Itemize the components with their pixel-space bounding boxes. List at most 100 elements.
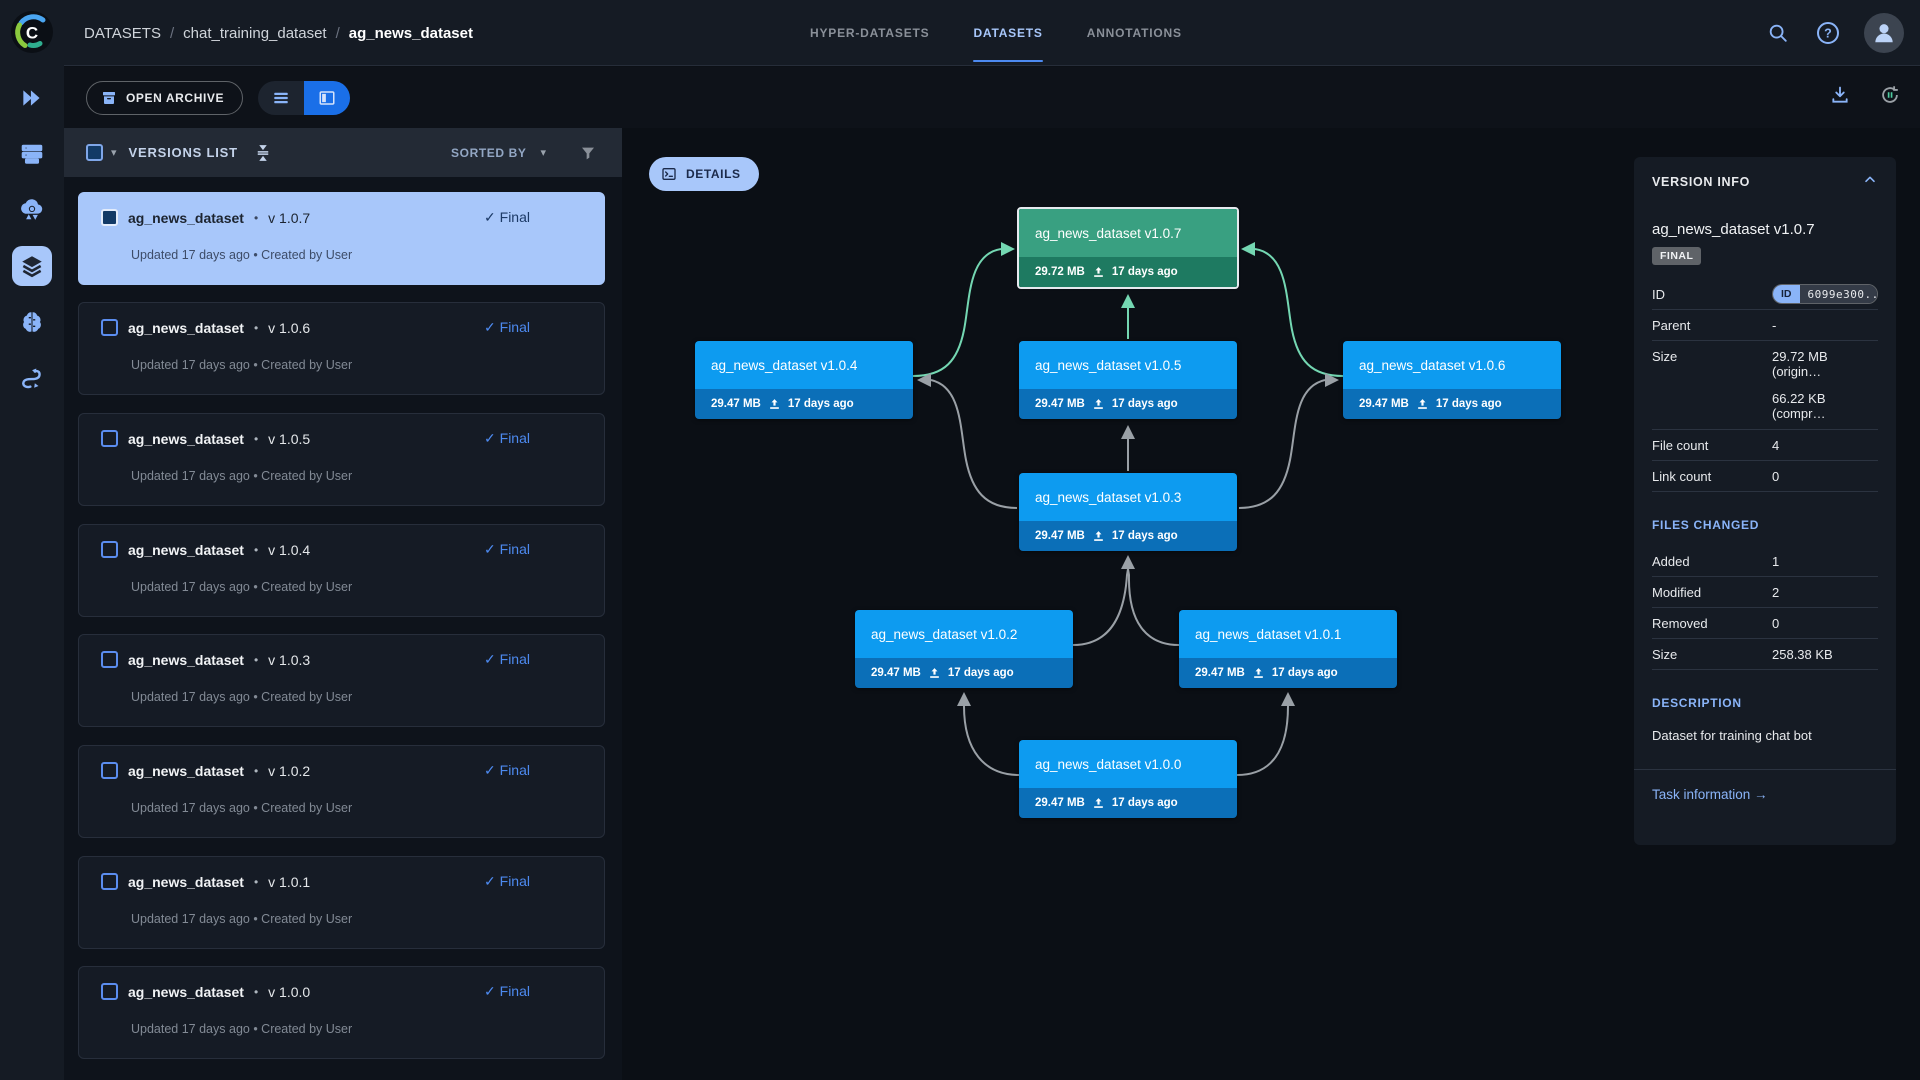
item-bullet: •	[253, 431, 259, 446]
item-name: ag_news_dataset	[128, 319, 244, 336]
graph-node-v1-0-7[interactable]: ag_news_dataset v1.0.7 29.72 MB 17 days …	[1017, 207, 1239, 289]
item-checkbox[interactable]	[101, 319, 118, 336]
sidebar-item-launch[interactable]	[12, 78, 52, 118]
table-view-icon	[274, 92, 288, 104]
graph-node-v1-0-0[interactable]: ag_news_dataset v1.0.0 29.47 MB 17 days …	[1019, 740, 1237, 818]
sidebar-item-pipelines[interactable]	[12, 358, 52, 398]
download-button[interactable]	[1826, 81, 1854, 109]
tab-hyper-datasets[interactable]: HYPER-DATASETS	[810, 26, 930, 40]
search-button[interactable]	[1764, 19, 1792, 47]
item-version: v 1.0.1	[268, 873, 311, 890]
split-view-toggle[interactable]	[304, 81, 350, 115]
sidebar-item-datasets[interactable]	[12, 246, 52, 286]
breadcrumb-project[interactable]: chat_training_dataset	[183, 24, 327, 42]
check-icon: ✓	[484, 873, 496, 889]
details-button[interactable]: DETAILS	[649, 157, 759, 191]
sidebar-item-autoscalers[interactable]	[12, 190, 52, 230]
item-version: v 1.0.6	[268, 319, 311, 336]
rail-nav	[0, 78, 64, 398]
version-list-item[interactable]: ag_news_dataset • v 1.0.7 ✓ Final Update…	[78, 192, 605, 285]
item-checkbox[interactable]	[101, 762, 118, 779]
graph-edges	[912, 242, 1344, 776]
upload-icon	[930, 667, 939, 678]
main-tabs: HYPER-DATASETS DATASETS ANNOTATIONS	[810, 0, 1182, 66]
version-list-item[interactable]: ag_news_dataset • v 1.0.3 ✓ Final Update…	[78, 634, 605, 727]
item-checkbox[interactable]	[101, 983, 118, 1000]
graph-node-v1-0-4[interactable]: ag_news_dataset v1.0.4 29.47 MB 17 days …	[695, 341, 913, 419]
filter-button[interactable]	[580, 145, 596, 161]
check-icon: ✓	[484, 319, 496, 335]
sorted-by-caret-icon[interactable]: ▾	[540, 147, 546, 159]
auto-refresh-button[interactable]	[1876, 81, 1904, 109]
tab-datasets[interactable]: DATASETS	[973, 0, 1044, 66]
version-list-item[interactable]: ag_news_dataset • v 1.0.0 ✓ Final Update…	[78, 966, 605, 1059]
clearml-logo[interactable]: C	[0, 0, 64, 64]
node-title: ag_news_dataset v1.0.2	[855, 610, 1073, 658]
sorted-by-button[interactable]: SORTED BY	[451, 145, 527, 160]
graph-node-v1-0-2[interactable]: ag_news_dataset v1.0.2 29.47 MB 17 days …	[855, 610, 1073, 688]
toolbar-right	[1826, 81, 1904, 109]
item-status: ✓ Final	[484, 541, 530, 557]
breadcrumb-datasets[interactable]: DATASETS	[84, 24, 161, 42]
item-meta: Updated 17 days ago • Created by User	[131, 690, 353, 704]
help-button[interactable]: ?	[1814, 19, 1842, 47]
item-meta: Updated 17 days ago • Created by User	[131, 912, 353, 926]
item-checkbox[interactable]	[101, 873, 118, 890]
modified-label: Modified	[1652, 584, 1702, 600]
item-status: ✓ Final	[484, 430, 530, 446]
svg-text:?: ?	[1824, 27, 1832, 41]
graph-node-v1-0-3[interactable]: ag_news_dataset v1.0.3 29.47 MB 17 days …	[1019, 473, 1237, 551]
left-rail: C	[0, 0, 64, 1080]
open-archive-button[interactable]: OPEN ARCHIVE	[86, 81, 244, 115]
selected-version-title: ag_news_dataset v1.0.7	[1652, 221, 1815, 238]
node-date: 17 days ago	[1111, 530, 1178, 542]
task-information-link[interactable]: Task information →	[1652, 787, 1768, 802]
graph-node-v1-0-1[interactable]: ag_news_dataset v1.0.1 29.47 MB 17 days …	[1179, 610, 1397, 688]
item-name: ag_news_dataset	[128, 430, 244, 447]
version-info-panel: VERSION INFO ag_news_dataset v1.0.7 FINA…	[1634, 157, 1896, 845]
select-all-caret-icon[interactable]: ▾	[111, 147, 117, 159]
cloud-gear-icon	[21, 199, 43, 220]
version-list-item[interactable]: ag_news_dataset • v 1.0.1 ✓ Final Update…	[78, 856, 605, 949]
item-checkbox[interactable]	[101, 541, 118, 558]
link-count-label: Link count	[1652, 468, 1712, 484]
tab-annotations[interactable]: ANNOTATIONS	[1086, 26, 1182, 40]
item-checkbox[interactable]	[101, 651, 118, 668]
parent-row: Parent -	[1652, 310, 1878, 341]
top-actions: ?	[1764, 0, 1904, 66]
modified-row: Modified 2	[1652, 577, 1878, 608]
item-checkbox[interactable]	[101, 209, 118, 226]
link-count-value: 0	[1772, 468, 1780, 484]
sidebar-item-workers[interactable]	[12, 134, 52, 174]
user-avatar[interactable]	[1864, 13, 1904, 53]
item-version: v 1.0.7	[268, 209, 311, 226]
modified-value: 2	[1772, 584, 1780, 600]
breadcrumb-current-dataset: ag_news_dataset	[348, 24, 473, 42]
upload-icon	[1094, 530, 1103, 541]
collapse-rows-button[interactable]	[254, 144, 272, 162]
graph-node-v1-0-5[interactable]: ag_news_dataset v1.0.5 29.47 MB 17 days …	[1019, 341, 1237, 419]
item-checkbox[interactable]	[101, 430, 118, 447]
node-size: 29.47 MB	[1195, 667, 1245, 679]
node-date: 17 days ago	[1111, 398, 1178, 410]
item-status: ✓ Final	[484, 651, 530, 667]
graph-node-v1-0-6[interactable]: ag_news_dataset v1.0.6 29.47 MB 17 days …	[1343, 341, 1561, 419]
collapse-panel-button[interactable]	[1862, 172, 1878, 193]
version-list-item[interactable]: ag_news_dataset • v 1.0.4 ✓ Final Update…	[78, 524, 605, 617]
size-compressed-value: 66.22 KB (compr…	[1772, 391, 1826, 421]
id-copy-pill[interactable]: ID 6099e300...	[1772, 284, 1878, 304]
item-meta: Updated 17 days ago • Created by User	[131, 248, 353, 262]
version-list-item[interactable]: ag_news_dataset • v 1.0.2 ✓ Final Update…	[78, 745, 605, 838]
table-view-toggle[interactable]	[258, 81, 304, 115]
node-size: 29.47 MB	[871, 667, 921, 679]
sidebar-item-models[interactable]	[12, 302, 52, 342]
description-heading: DESCRIPTION	[1652, 696, 1742, 710]
id-tag: ID	[1773, 285, 1800, 303]
item-status: ✓ Final	[484, 983, 530, 999]
removed-row: Removed 0	[1652, 608, 1878, 639]
version-list-item[interactable]: ag_news_dataset • v 1.0.6 ✓ Final Update…	[78, 302, 605, 395]
select-all-checkbox[interactable]	[86, 144, 103, 161]
versions-list-panel: ▾ VERSIONS LIST SORTED BY ▾ ag_news_data…	[64, 128, 622, 1080]
layers-icon	[22, 256, 42, 278]
version-list-item[interactable]: ag_news_dataset • v 1.0.5 ✓ Final Update…	[78, 413, 605, 506]
